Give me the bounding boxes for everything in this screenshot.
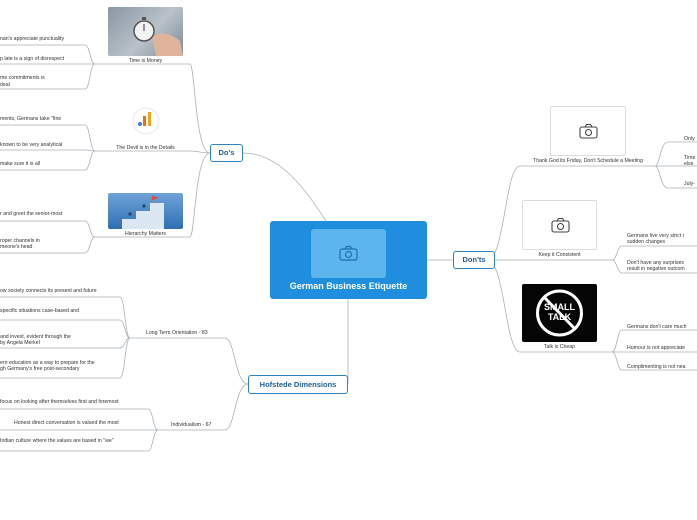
leaf-dos-details-3[interactable]: make sure it is all xyxy=(0,161,41,167)
leaf-donts-consistent-2[interactable]: sudden changes xyxy=(627,239,666,245)
leaf-donts-consistent-1[interactable]: Germans live very strict r xyxy=(627,233,685,239)
topic-individualism[interactable]: Individualism - 67 xyxy=(171,422,212,428)
stopwatch-image xyxy=(108,7,183,56)
leaf-donts-consistent-3[interactable]: Don't have any surprises xyxy=(627,260,684,266)
camera-icon xyxy=(551,217,570,233)
central-image xyxy=(311,229,386,278)
leaf-donts-consistent-4[interactable]: result in negative outcom xyxy=(627,266,685,272)
leaf-dos-hierarchy-3[interactable]: meone's head xyxy=(0,244,33,250)
leaf-dos-details-2[interactable]: known to be very analytical xyxy=(0,142,63,148)
branch-donts[interactable]: Don'ts xyxy=(453,251,495,269)
camera-icon xyxy=(579,123,598,139)
leaf-lto-4[interactable]: by Angela Merkel xyxy=(0,340,40,346)
leaf-dos-time-3[interactable]: me commitments is xyxy=(0,75,45,81)
branch-dos[interactable]: Do's xyxy=(210,144,243,162)
leaf-dos-hierarchy-1[interactable]: r and greet the senior-most xyxy=(0,211,63,217)
leaf-lto-3[interactable]: and invest, evident through the xyxy=(0,334,71,340)
hierarchy-climb-icon xyxy=(122,195,164,229)
no-small-talk-icon xyxy=(536,289,583,337)
leaf-ind-2[interactable]: Honest direct conversation is valued the… xyxy=(14,420,119,426)
central-topic[interactable]: German Business Etiquette xyxy=(270,221,427,299)
leaf-lto-5[interactable]: ern education as a way to prepare for th… xyxy=(0,360,95,366)
leaf-dos-time-1[interactable]: nan's appreciate punctuality xyxy=(0,36,65,42)
leaf-lto-6[interactable]: gh Germany's free post-secondary xyxy=(0,366,80,372)
small-talk-word-1: SMALL xyxy=(544,302,575,312)
analytics-image xyxy=(108,99,183,144)
leaf-ind-3[interactable]: Indian culture where the values are base… xyxy=(0,438,114,444)
leaf-donts-friday-3[interactable]: else xyxy=(684,161,694,167)
camera-icon xyxy=(339,245,358,261)
leaf-donts-friday-1[interactable]: Only xyxy=(684,136,695,142)
branch-dos-label: Do's xyxy=(218,148,235,157)
topic-devil-in-details[interactable]: The Devil is in the Details xyxy=(116,145,175,151)
leaf-lto-2[interactable]: specific situations case-based and xyxy=(0,308,80,314)
leaf-dos-time-4[interactable]: deal xyxy=(0,82,10,88)
leaf-dos-hierarchy-2[interactable]: roper channels in xyxy=(0,238,40,244)
leaf-donts-talk-3[interactable]: Complimenting is not nea xyxy=(627,364,686,370)
leaf-dos-time-2[interactable]: p late is a sign of disrespect xyxy=(0,56,65,62)
topic-hierarchy-matters[interactable]: Hierarchy Matters xyxy=(125,231,166,237)
leaf-dos-details-1[interactable]: ments, Germans take "fine xyxy=(0,116,62,122)
consistent-image-placeholder xyxy=(522,200,597,250)
stopwatch-icon xyxy=(133,17,183,56)
branch-hofstede[interactable]: Hofstede Dimensions xyxy=(248,375,348,394)
leaf-donts-friday-4[interactable]: July- xyxy=(684,181,695,187)
small-talk-word-2: TALK xyxy=(547,312,572,322)
leaf-ind-1[interactable]: focus on looking after themselves first … xyxy=(0,399,119,405)
topic-thank-god-its-friday[interactable]: Thank God its Friday, Don't Schedule a M… xyxy=(533,158,643,164)
analytics-chart-icon xyxy=(132,107,160,135)
central-title: German Business Etiquette xyxy=(289,281,408,291)
leaf-donts-talk-1[interactable]: Germans don't care much xyxy=(627,324,687,330)
topic-long-term-orientation[interactable]: Long Term Orientation - 83 xyxy=(146,330,208,336)
hierarchy-image xyxy=(108,193,183,229)
leaf-donts-friday-2[interactable]: Time xyxy=(684,155,696,161)
leaf-donts-talk-2[interactable]: Humour is not appreciate xyxy=(627,345,685,351)
topic-keep-it-consistent[interactable]: Keep it Consistent xyxy=(538,252,581,258)
topic-talk-is-cheap[interactable]: Talk is Cheap xyxy=(543,344,576,350)
branch-donts-label: Don'ts xyxy=(462,255,486,264)
friday-image-placeholder xyxy=(550,106,626,156)
branch-hofstede-label: Hofstede Dimensions xyxy=(259,380,337,389)
topic-time-is-money[interactable]: Time is Money xyxy=(128,58,163,64)
leaf-lto-1[interactable]: ow society connects its present and futu… xyxy=(0,288,97,294)
small-talk-image: SMALL TALK xyxy=(522,284,597,342)
